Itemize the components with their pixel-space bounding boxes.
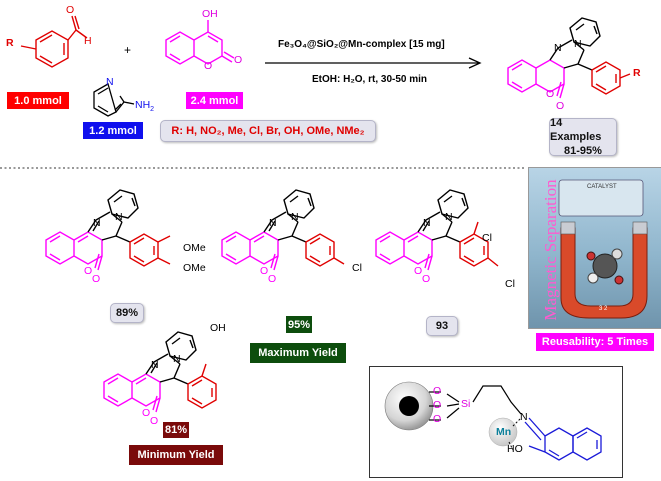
reaction-arrow [265, 57, 482, 69]
aminopyridine-n-label: N [106, 76, 114, 88]
catalyst-o-label-1: O [433, 385, 442, 397]
magnet-plate-text: 3 2 [599, 306, 608, 312]
carbonyl-o-label: O [268, 273, 276, 285]
product-n1-label: N [554, 42, 562, 54]
ex4-badge: Minimum Yield [129, 445, 223, 465]
catalyst-structure [384, 381, 602, 461]
magnetic-separation-image: CATALYST 3 2 Magnetic Separation [528, 167, 661, 329]
ring-n2-label: N [445, 211, 453, 223]
ring-o-label: O [414, 265, 422, 277]
aldehyde-h-label: H [84, 35, 92, 47]
example-product-3: N N OO [375, 189, 499, 285]
ex1-yield: 89% [110, 303, 144, 323]
catalyst-ho-label: HO [507, 443, 523, 455]
coumarin-ring-o-label: O [204, 60, 213, 72]
ex4-yield: 81% [163, 422, 189, 438]
ring-n2-label: N [173, 353, 181, 365]
ex4-sub1-label: OH [210, 322, 226, 334]
example-product-1: N N OO [45, 189, 171, 285]
dotted-separator [0, 167, 526, 169]
ring-n2-label: N [115, 211, 123, 223]
catalyst-sign-text: CATALYST [587, 184, 617, 190]
carbonyl-o-label: O [150, 415, 158, 427]
aldehyde-amount-label: 1.0 mmol [7, 92, 69, 109]
aminopyridine-amount-label: 1.2 mmol [83, 122, 143, 139]
ex2-sub1-label: Cl [352, 262, 362, 274]
carbonyl-o-label: O [92, 273, 100, 285]
solvent-conditions: EtOH: H₂O, rt, 30-50 min [312, 74, 428, 85]
product-n2-label: N [574, 38, 582, 50]
yield-range: 81-95% [564, 145, 602, 157]
reusability-caption: Reusability: 5 Times [536, 333, 654, 351]
catalyst-mn-label: Mn [496, 426, 512, 438]
ex2-badge: Maximum Yield [250, 343, 346, 363]
carbonyl-o-label: O [422, 273, 430, 285]
substituent-list: R: H, NO₂, Me, Cl, Br, OH, OMe, NMe₂ [160, 120, 376, 142]
product-r-label: R [633, 67, 641, 79]
coumarin-carbonyl-o-label: O [234, 54, 243, 66]
coumarin-amount-label: 2.4 mmol [186, 92, 243, 109]
catalyst-o-label-2: O [433, 399, 442, 411]
product-structure [507, 17, 631, 99]
aminopyridine-nh2-label: NH2 [135, 99, 155, 114]
ex1-sub1-label: OMe [183, 242, 206, 254]
examples-count: 14 Examples [550, 117, 602, 143]
catalyst-conditions: Fe₃O₄@SiO₂@Mn-complex [15 mg] [278, 39, 445, 50]
ring-n1-label: N [269, 217, 277, 229]
summary-box: 14 Examples 81-95% [549, 117, 617, 157]
product-carbonyl-o-label: O [556, 100, 565, 112]
plus-sign: + [124, 43, 132, 57]
ring-o-label: O [142, 407, 150, 419]
catalyst-si-label: Si [461, 398, 471, 410]
ring-n2-label: N [291, 211, 299, 223]
coumarin-oh-label: OH [202, 8, 218, 20]
product-ring-o-label: O [546, 88, 555, 100]
magnetic-separation-text: Magnetic Separation [541, 179, 560, 321]
benzaldehyde-structure [20, 15, 88, 68]
catalyst-n-label: N [520, 411, 528, 423]
ring-o-label: O [260, 265, 268, 277]
ring-n1-label: N [151, 359, 159, 371]
aminopyridine-structure [93, 83, 135, 117]
ex3-yield: 93 [426, 316, 458, 336]
ring-n1-label: N [93, 217, 101, 229]
ex3-sub1-label: Cl [482, 232, 492, 244]
aldehyde-r-label: R [6, 37, 14, 49]
example-product-4: N N OO [103, 331, 217, 427]
ex1-sub2-label: OMe [183, 262, 206, 274]
hydroxycoumarin-structure [165, 20, 235, 65]
example-product-2: N N OO [221, 189, 345, 285]
aldehyde-o-label: O [66, 4, 75, 16]
ex3-sub2-label: Cl [505, 278, 515, 290]
ex2-yield: 95% [286, 316, 312, 333]
catalyst-o-label-3: O [433, 413, 442, 425]
ring-o-label: O [84, 265, 92, 277]
ring-n1-label: N [423, 217, 431, 229]
